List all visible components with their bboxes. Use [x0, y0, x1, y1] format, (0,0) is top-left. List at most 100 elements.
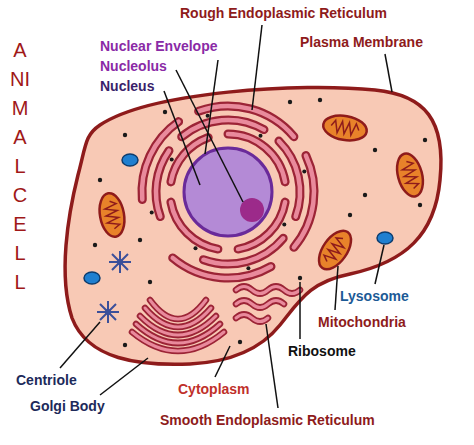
organelle-label: Plasma Membrane [300, 34, 423, 50]
golgi-cisterna [150, 300, 206, 319]
rough-er [182, 120, 264, 137]
ribosome-dot [423, 138, 427, 142]
ribosome-dot [206, 114, 210, 118]
smooth-er-tube [236, 315, 268, 322]
ribosome-dot [259, 134, 263, 138]
centriole [97, 301, 119, 323]
cristae [330, 120, 360, 137]
ribosome-dot [373, 148, 377, 152]
ribosome-dot [418, 203, 422, 207]
smooth-er-tube [236, 301, 284, 308]
rough-er [279, 141, 300, 217]
organelle-label: Ribosome [288, 343, 356, 359]
smooth-er-lumen [236, 287, 300, 322]
ribosome-dot [363, 193, 367, 197]
rough-er [156, 151, 169, 217]
smooth-er-tube [236, 315, 268, 322]
rough-er [173, 258, 271, 278]
ribosome-dot [123, 133, 127, 137]
golgi-cisterna [145, 308, 211, 327]
vertical-title: ANIMAL CELL [10, 36, 30, 297]
smooth-er-outline [236, 287, 300, 322]
lysosome [122, 154, 138, 166]
rough-er [182, 120, 264, 137]
organelle-label: Centriole [16, 372, 77, 388]
rough-er [203, 238, 283, 264]
mitochondrion [313, 225, 358, 275]
golgi-body [132, 300, 224, 351]
mitochondrion-body [313, 225, 358, 275]
smooth-er [236, 287, 300, 322]
rough-er-outline [142, 106, 314, 278]
smooth-er-tube [236, 287, 300, 294]
organelle-label: Nucleus [100, 78, 154, 94]
leader-line [299, 282, 301, 339]
golgi-cisterna [150, 300, 206, 319]
rough-er [199, 106, 294, 137]
golgi-cisterna [140, 316, 216, 335]
ribosome-dot [302, 170, 306, 174]
mitochondrion [393, 151, 428, 200]
cristae [401, 160, 420, 190]
mitochondrion-body [96, 191, 127, 238]
leader-lines [60, 25, 392, 408]
organelle-label: Smooth Endoplasmic Reticulum [160, 412, 375, 428]
ribosome-dot [298, 276, 302, 280]
ribosome-dot [238, 340, 242, 344]
centriole-core [105, 309, 111, 315]
rough-er-lumen [142, 106, 314, 278]
lysosome [377, 232, 393, 244]
ribosomes [93, 98, 427, 347]
organelle-label: Lysosome [340, 288, 409, 304]
ribosome-dot [288, 100, 292, 104]
leader-line [164, 91, 200, 185]
golgi-cisterna [136, 324, 220, 343]
mitochondrion-body [393, 151, 428, 200]
leader-line [266, 324, 278, 408]
ribosome-dot [318, 98, 322, 102]
cristae [104, 200, 121, 230]
leader-line [385, 54, 392, 92]
organelle-label: Rough Endoplasmic Reticulum [180, 5, 387, 21]
rough-er [142, 122, 179, 200]
ribosome-dot [163, 110, 167, 114]
golgi-cisterna [132, 332, 224, 351]
rough-er [142, 122, 179, 200]
ribosome-dot [348, 213, 352, 217]
organelle-label: Golgi Body [30, 398, 105, 414]
smooth-er-tube [236, 287, 300, 294]
mitochondrion-body [321, 112, 368, 143]
plasma-membrane [65, 87, 441, 364]
leader-line [60, 322, 100, 368]
leader-line [375, 245, 384, 284]
ribosome-dot [98, 178, 102, 182]
mitochondrion [321, 112, 368, 143]
ribosome-dot [93, 243, 97, 247]
ribosome-dot [148, 280, 152, 284]
ribosome-dot [170, 158, 174, 162]
ribosome-dot [282, 223, 286, 227]
centriole-rays [109, 251, 131, 273]
rough-er [294, 156, 314, 248]
organelle-label: Mitochondria [318, 314, 406, 330]
lysosome [84, 272, 100, 284]
rough-er [173, 258, 271, 278]
ribosome-dot [194, 246, 198, 250]
centriole [109, 251, 131, 273]
golgi-outline [132, 300, 224, 351]
nucleus [184, 148, 272, 236]
leader-line [215, 346, 230, 377]
mitochondrion [96, 191, 127, 238]
leader-line [252, 25, 262, 110]
smooth-er-tube [236, 301, 284, 308]
rough-er [203, 238, 283, 264]
ribosome-dot [123, 343, 127, 347]
golgi-lumen [132, 300, 224, 351]
organelle-label: Cytoplasm [178, 381, 250, 397]
ribosome-dot [150, 210, 154, 214]
rough-er [156, 151, 169, 217]
organelle-label: Nuclear Envelope [100, 38, 218, 54]
rough-er [279, 141, 300, 217]
ribosome-dot [246, 266, 250, 270]
leader-line [100, 358, 148, 395]
